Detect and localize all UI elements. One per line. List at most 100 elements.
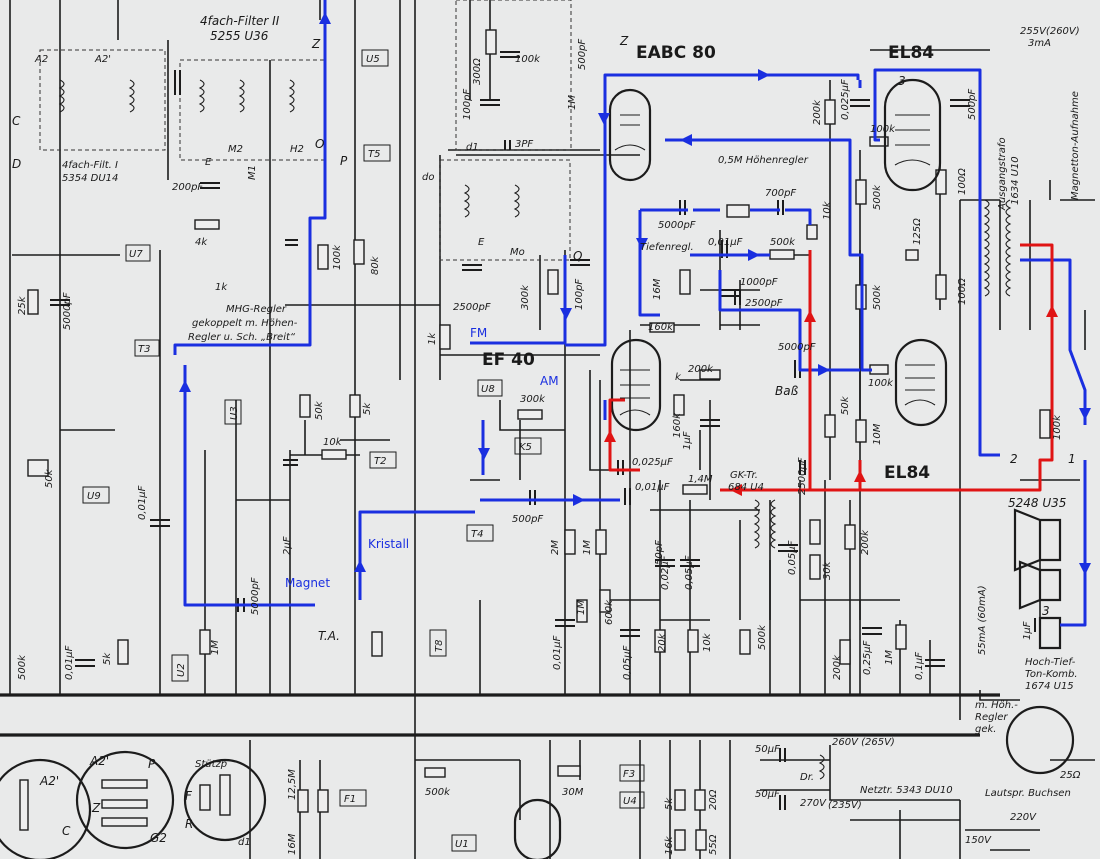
pin-3-el84: 3 bbox=[898, 74, 906, 88]
pin-z: Z bbox=[311, 37, 321, 51]
pin-a2: A2 bbox=[34, 54, 48, 65]
control-labels: 0,5M Höhenregler Tiefenregl. MHG-Regler … bbox=[188, 155, 1078, 846]
socket-g2: G2 bbox=[150, 831, 167, 845]
flow-arrows bbox=[179, 12, 1091, 575]
tube-el84-bottom bbox=[894, 338, 948, 427]
pin-d: D bbox=[12, 157, 21, 171]
switch-u3: U3 bbox=[229, 406, 240, 420]
red-arrows bbox=[604, 305, 1058, 496]
value-c-005: 0,05µF bbox=[622, 645, 633, 680]
tube-el84-top bbox=[883, 78, 942, 192]
value-r-50k: 50k bbox=[314, 400, 325, 420]
value-r-100k-top: 100k bbox=[515, 54, 541, 65]
annotation-fm: FM bbox=[470, 326, 487, 340]
if-coils bbox=[58, 79, 1012, 780]
switch-labels: U5 T5 U7 T3 U3 T2 U9 U8 K5 T4 T8 U2 F1 F… bbox=[82, 49, 645, 852]
value-r-20: 20Ω bbox=[708, 789, 719, 810]
value-r-25: 25Ω bbox=[1060, 770, 1081, 781]
netztr-label: Netztr. 5343 DU10 bbox=[860, 785, 953, 796]
pin-q: Q bbox=[573, 249, 582, 263]
value-r-14m: 1,4M bbox=[688, 474, 713, 485]
value-c-50uf: 50µF bbox=[755, 744, 780, 755]
pin-2: 2 bbox=[1010, 452, 1018, 466]
gk-tr: GK-Tr. bbox=[730, 470, 758, 481]
pin-a2p: A2' bbox=[94, 54, 111, 65]
filter-enclosures bbox=[39, 0, 572, 261]
hv-235: (235V) bbox=[828, 800, 862, 811]
tube-labels: EABC 80 EL84 EF 40 EL84 5248 U35 bbox=[482, 43, 1066, 510]
value-c-0025: 0,025µF bbox=[840, 79, 851, 120]
value-c-700pf: 700pF bbox=[765, 188, 796, 199]
value-r-16m: 16M bbox=[652, 278, 663, 300]
pin-1: 1 bbox=[1068, 452, 1076, 466]
socket-p: P bbox=[148, 757, 156, 771]
value-r-200k-e: 200k bbox=[832, 654, 843, 680]
value-r-10k-a: 10k bbox=[822, 200, 833, 220]
value-c-005-b: 0,05µF bbox=[684, 555, 695, 590]
value-c-5000pf-l: 5000pF bbox=[62, 292, 73, 330]
value-r-100-a: 100Ω bbox=[957, 168, 968, 195]
value-c-5000pf-m: 5000pF bbox=[250, 577, 261, 615]
value-r-500k-e: 500k bbox=[425, 787, 451, 798]
switch-u2: U2 bbox=[176, 663, 187, 677]
tube-eabc80 bbox=[608, 88, 652, 182]
value-c-50uf-b: 50µF bbox=[755, 789, 780, 800]
value-c-025: 0,25µF bbox=[862, 640, 873, 675]
value-r-100-b: 100Ω bbox=[957, 278, 968, 305]
output-trafo: Ausgangstrafo bbox=[997, 137, 1008, 211]
value-c-500pf-top: 500pF bbox=[577, 39, 588, 70]
value-c-001-l: 0,01µF bbox=[137, 485, 148, 520]
pin-mo: Mo bbox=[510, 247, 525, 258]
socket-a2p-2: A2' bbox=[89, 754, 109, 768]
value-r-30m: 30M bbox=[562, 787, 584, 798]
pin-do: do bbox=[422, 172, 434, 183]
label-el84-top: EL84 bbox=[888, 43, 934, 63]
switch-u1: U1 bbox=[455, 839, 469, 850]
switch-u9: U9 bbox=[87, 491, 101, 502]
hoch-tief-2: Ton-Komb. bbox=[1025, 669, 1078, 680]
value-c-0025-b: 0,025µF bbox=[632, 457, 673, 468]
switch-k5: K5 bbox=[519, 442, 532, 453]
value-c-01: 0,1µF bbox=[914, 652, 925, 680]
tube-sockets bbox=[0, 705, 1075, 859]
switch-t3: T3 bbox=[138, 344, 150, 355]
value-c-1000pf: 1000pF bbox=[740, 277, 778, 288]
value-r-500k-d: 500k bbox=[757, 624, 768, 650]
value-r-25k: 25k bbox=[17, 295, 28, 315]
pin-3: 3 bbox=[1042, 604, 1050, 618]
component-values: 100k 500pF 300Ω 100pF 3PF 1M 200k 0,025µ… bbox=[17, 39, 1081, 855]
value-c-1uf: 1µF bbox=[682, 431, 693, 450]
value-r-500k-l: 500k bbox=[17, 654, 28, 680]
tape-label: Magnetton-Aufnahme bbox=[1070, 91, 1081, 200]
value-r-1k: 1k bbox=[215, 282, 228, 293]
pin-p: P bbox=[340, 154, 348, 168]
value-c-500pf-b: 500pF bbox=[512, 514, 543, 525]
filter1-code: 5354 DU14 bbox=[62, 173, 118, 184]
ta-label: T.A. bbox=[318, 629, 340, 643]
value-r-5k-b: 5k bbox=[664, 797, 675, 810]
value-c-2500pf-c: 2500pF bbox=[797, 457, 808, 495]
value-r-4k: 4k bbox=[195, 237, 208, 248]
value-r-20k: 20k bbox=[657, 632, 668, 652]
value-r-16k: 16k bbox=[664, 835, 675, 855]
value-r-200k-d: 200k bbox=[860, 529, 871, 555]
value-c-001-l2: 0,01µF bbox=[64, 645, 75, 680]
bass-label: Baß bbox=[775, 384, 799, 398]
value-r-50k-l: 50k bbox=[44, 468, 55, 488]
supply-current: 3mA bbox=[1028, 38, 1051, 49]
header-labels: 4fach-Filter II 5255 U36 4fach-Filt. I 5… bbox=[62, 14, 1081, 799]
switch-f3: F3 bbox=[623, 769, 635, 780]
value-r-30k: 30k bbox=[822, 560, 833, 580]
label-eabc80: EABC 80 bbox=[636, 43, 716, 63]
pin-labels: Z Z P O Q Mo E d1 do M1 M2 H2 A2 A2' C D… bbox=[12, 34, 1076, 848]
filter1-title: 4fach-Filt. I bbox=[62, 160, 118, 171]
switch-u5: U5 bbox=[366, 54, 380, 65]
value-c-5000pf: 5000pF bbox=[658, 220, 696, 231]
hv-150: 150V bbox=[965, 835, 992, 846]
value-c-005-c: 0,05µF bbox=[787, 540, 798, 575]
pin-m1: M1 bbox=[247, 165, 258, 180]
annotation-magnet: Magnet bbox=[285, 576, 330, 590]
value-r-100k-c: 100k bbox=[870, 124, 896, 135]
value-c-50pf: 50pF bbox=[654, 540, 665, 565]
